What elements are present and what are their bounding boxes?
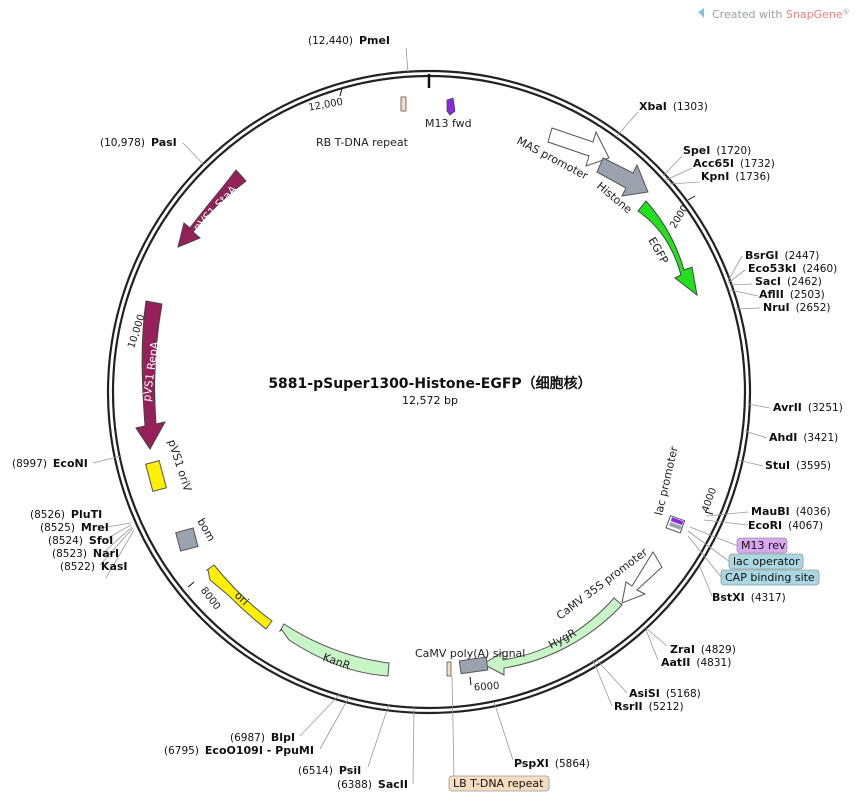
map-length: 12,572 bp bbox=[402, 394, 458, 407]
egfp-feature bbox=[637, 200, 698, 297]
m13-fwd-feature bbox=[446, 97, 456, 116]
site-sacii[interactable]: (6388)SacII bbox=[337, 778, 408, 791]
bom-feature bbox=[175, 527, 199, 552]
site-pspxi[interactable]: PspXI(5864) bbox=[514, 757, 590, 770]
site-maubi[interactable]: MauBI(4036) bbox=[751, 505, 831, 518]
rb-tdna-repeat-label: RB T-DNA repeat bbox=[316, 136, 409, 149]
site-spei[interactable]: SpeI(1720) bbox=[683, 144, 751, 157]
site-stui[interactable]: StuI(3595) bbox=[765, 459, 831, 472]
pvs1-staa-feature bbox=[177, 169, 247, 248]
tick-label: 4000 bbox=[700, 486, 719, 514]
svg-text:CAP binding site: CAP binding site bbox=[725, 571, 815, 584]
site-asisi[interactable]: AsiSI(5168) bbox=[629, 687, 701, 700]
site-econi[interactable]: (8997)EcoNI bbox=[12, 457, 88, 470]
site-xbai[interactable]: XbaI(1303) bbox=[639, 100, 708, 113]
site-sfoi[interactable]: (8524)SfoI bbox=[48, 534, 113, 547]
brand-text: Created with SnapGene® bbox=[712, 8, 850, 21]
tick-label: 12,000 bbox=[308, 97, 344, 114]
site-blpi[interactable]: (6987)BlpI bbox=[230, 731, 295, 744]
pvs1-repa-feature bbox=[135, 300, 166, 450]
lb-tdna-repeat-feature bbox=[446, 661, 452, 677]
ori-feature bbox=[205, 564, 273, 630]
m13-fwd-label: M13 fwd bbox=[425, 117, 472, 130]
leader-lines bbox=[92, 47, 771, 785]
m13-rev-box[interactable]: M13 rev bbox=[736, 537, 788, 554]
site-kasi[interactable]: (8522)KasI bbox=[60, 560, 128, 573]
map-title: 5881-pSuper1300-Histone-EGFP（细胞核） bbox=[268, 375, 591, 392]
site-avrii[interactable]: AvrII(3251) bbox=[773, 401, 843, 414]
tick-label: 6000 bbox=[474, 681, 500, 694]
cap-binding-site-box[interactable]: CAP binding site bbox=[720, 569, 820, 586]
site-pmei[interactable]: (12,440)PmeI bbox=[308, 34, 390, 47]
rb-tdna-repeat-feature bbox=[400, 96, 407, 112]
snapgene-logo-icon bbox=[698, 8, 704, 18]
site-ahdi[interactable]: AhdI(3421) bbox=[769, 431, 838, 444]
site-rsrii[interactable]: RsrII(5212) bbox=[614, 700, 684, 713]
lb-tdna-repeat-box[interactable]: LB T-DNA repeat bbox=[448, 775, 550, 792]
camv-polya-feature bbox=[458, 656, 489, 675]
restriction-sites: (12,440)PmeI XbaI(1303) SpeI(1720) Acc65… bbox=[12, 34, 843, 791]
site-acc65i[interactable]: Acc65I(1732) bbox=[693, 157, 775, 170]
svg-text:lac operator: lac operator bbox=[733, 555, 800, 568]
pvs1-staa-label: pVS1 StaA bbox=[191, 183, 240, 234]
pvs1-oriv-feature bbox=[145, 460, 167, 492]
site-aatii[interactable]: AatII(4831) bbox=[661, 656, 731, 669]
bom-label: bom bbox=[194, 516, 217, 544]
site-ecoo109i-ppumi[interactable]: (6795)EcoO109I - PpuMI bbox=[164, 744, 314, 757]
backbone-outer bbox=[106, 69, 752, 715]
camv-35s-promoter-feature bbox=[621, 551, 663, 604]
mas-promoter-feature bbox=[547, 127, 610, 167]
site-pluti[interactable]: (8526)PluTI bbox=[30, 508, 102, 521]
site-psii[interactable]: (6514)PsiI bbox=[298, 764, 361, 777]
site-aflii[interactable]: AflII(2503) bbox=[759, 288, 825, 301]
svg-text:M13 rev: M13 rev bbox=[741, 539, 786, 552]
site-mrei[interactable]: (8525)MreI bbox=[40, 521, 109, 534]
camv-polya-label: CaMV poly(A) signal bbox=[415, 647, 525, 660]
tick-label: 2000 bbox=[668, 203, 691, 230]
svg-text:LB T-DNA repeat: LB T-DNA repeat bbox=[453, 777, 544, 790]
pvs1-oriv-label: pVS1 oriV bbox=[165, 438, 194, 494]
tick-label: 8000 bbox=[198, 585, 222, 612]
site-saci[interactable]: SacI(2462) bbox=[755, 275, 822, 288]
site-nrui[interactable]: NruI(2652) bbox=[763, 301, 830, 314]
lac-promoter-feature bbox=[665, 514, 686, 534]
site-pasi[interactable]: (10,978)PasI bbox=[100, 136, 177, 149]
site-zrai[interactable]: ZraI(4829) bbox=[670, 643, 736, 656]
backbone-inner bbox=[111, 74, 747, 710]
lac-operator-box[interactable]: lac operator bbox=[728, 553, 804, 570]
kanr-feature bbox=[278, 623, 390, 677]
site-ecori[interactable]: EcoRI(4067) bbox=[748, 519, 823, 532]
site-nari[interactable]: (8523)NarI bbox=[52, 547, 119, 560]
site-bstxi[interactable]: BstXI(4317) bbox=[712, 591, 786, 604]
site-eco53ki[interactable]: Eco53kI(2460) bbox=[748, 262, 837, 275]
histone-feature bbox=[596, 157, 649, 197]
lac-promoter-label: lac promoter bbox=[652, 445, 681, 517]
site-bsrgi[interactable]: BsrGI(2447) bbox=[745, 249, 819, 262]
site-kpni[interactable]: KpnI(1736) bbox=[701, 170, 770, 183]
hygr-feature bbox=[481, 597, 623, 676]
